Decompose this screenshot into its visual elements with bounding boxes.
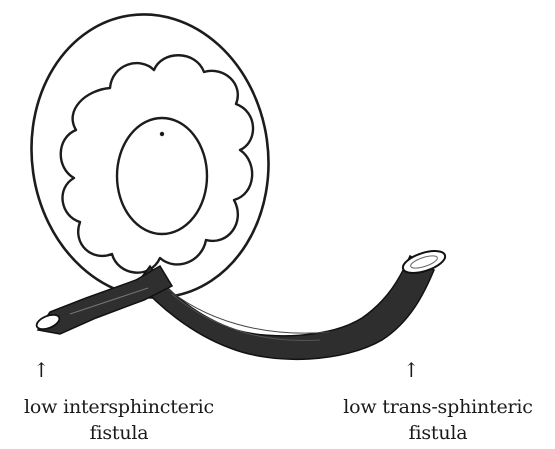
trans-sphincteric-tract [138,256,434,359]
trans-sphincteric-label-line1: low trans-sphinteric [324,394,552,420]
trans-sphincteric-arrow: ↑ [403,360,420,380]
trans-sphincteric-label-line2: fistula [324,420,552,446]
intersphincteric-arrow: ↑ [33,360,50,380]
internal-sphincter-scalloped [61,55,253,272]
trans-sphincteric-label: low trans-sphinteric fistula [324,394,552,446]
intersphincteric-label: low intersphincteric fistula [4,394,234,446]
intersphincteric-label-line2: fistula [4,420,234,446]
intersphincteric-tract [38,266,172,334]
lumen-dot [160,132,164,136]
intersphincteric-label-line1: low intersphincteric [4,394,234,420]
